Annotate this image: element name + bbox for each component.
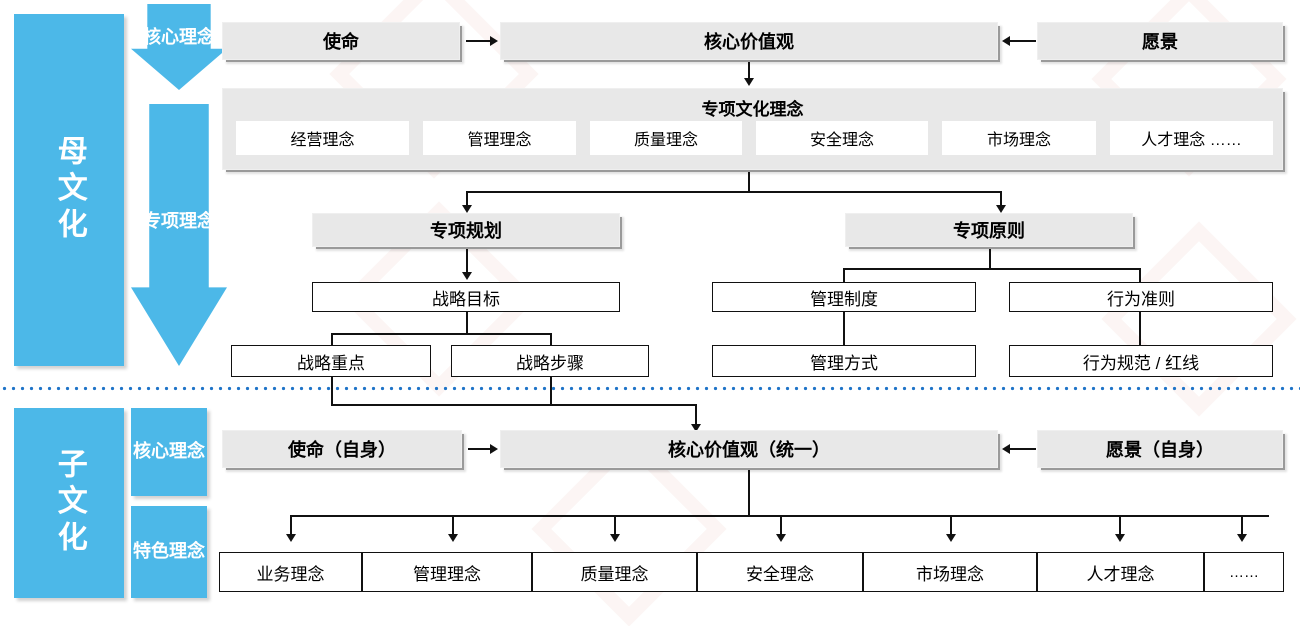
sub-concept-box[interactable]: 市场理念 (863, 552, 1037, 592)
behavior-rules-box[interactable]: 行为准则 (1009, 282, 1273, 312)
parent-special-chip[interactable]: 市场理念 (942, 121, 1096, 155)
parent-special-chip[interactable]: 质量理念 (590, 121, 742, 155)
parent-core-idea-arrow: 核心理念 (131, 4, 227, 90)
connector-to-left-branch (466, 191, 468, 207)
connector-panel-stem (748, 172, 750, 192)
connector-to-right-branch (1000, 191, 1002, 207)
connector-fan-drop (1241, 515, 1243, 536)
connector-core-to-special-panel (748, 62, 750, 80)
sub-concept-box[interactable]: 安全理念 (697, 552, 863, 592)
connector-mission-to-core (466, 40, 492, 42)
arrow-mission-to-core (490, 36, 498, 46)
sub-concept-box[interactable]: 业务理念 (219, 552, 362, 592)
sub-concept-box[interactable]: …… (1204, 552, 1284, 592)
arrow-sub-mission-to-core (490, 444, 498, 454)
connector-fan-drop (780, 515, 782, 536)
connector-mgmt-to-method (843, 312, 845, 346)
strategy-goal-box[interactable]: 战略目标 (312, 282, 620, 312)
arrow-fan-drop (286, 534, 296, 542)
connector-fan-drop (950, 515, 952, 536)
arrow-sub-vision-to-core (1002, 444, 1010, 454)
arrow-fan-drop (1115, 534, 1125, 542)
strategy-focus-box[interactable]: 战略重点 (231, 345, 431, 377)
connector-cross-to-subcore (695, 404, 697, 426)
sub-concept-box[interactable]: 人才理念 (1037, 552, 1204, 592)
connector-fan-drop (290, 515, 292, 536)
connector-principle-stem (989, 249, 991, 269)
behavior-norm-box[interactable]: 行为规范 / 红线 (1009, 345, 1273, 377)
parent-core-values-box[interactable]: 核心价值观 (500, 22, 998, 60)
connector-steps-down (550, 377, 552, 405)
sub-vision-box[interactable]: 愿景（自身） (1037, 430, 1283, 468)
connector-subcore-fan (290, 515, 1269, 517)
connector-goal-stem (466, 312, 468, 334)
connector-sub-mission-to-core (468, 448, 492, 450)
sub-feature-idea-label: 特色理念 (133, 541, 205, 562)
arrow-vision-to-core (1002, 36, 1010, 46)
arrow-fan-drop (1237, 534, 1247, 542)
sub-core-idea-box: 核心理念 (131, 408, 207, 496)
connector-principle-split (843, 268, 1140, 270)
connector-to-mgmt-system (843, 268, 845, 282)
connector-fan-drop (614, 515, 616, 536)
sub-concept-box[interactable]: 质量理念 (532, 552, 697, 592)
sub-concept-box[interactable]: 管理理念 (362, 552, 532, 592)
parent-special-chip[interactable]: 人才理念 …… (1110, 121, 1273, 155)
connector-goal-to-focus (331, 333, 333, 346)
parent-mission-box[interactable]: 使命 (222, 22, 460, 60)
management-system-box[interactable]: 管理制度 (712, 282, 976, 312)
arrow-plan-to-goal (462, 272, 472, 280)
arrow-fan-drop (448, 534, 458, 542)
management-method-box[interactable]: 管理方式 (712, 345, 976, 377)
arrow-to-right-branch (996, 205, 1006, 213)
sub-mission-box[interactable]: 使命（自身） (222, 430, 462, 468)
strategy-steps-box[interactable]: 战略步骤 (451, 345, 649, 377)
arrow-cross-to-subcore (691, 424, 701, 432)
connector-goal-to-steps (550, 333, 552, 346)
connector-fan-drop (452, 515, 454, 536)
arrow-fan-drop (946, 534, 956, 542)
arrow-fan-drop (610, 534, 620, 542)
parent-special-idea-arrow-label: 专项理念 (143, 211, 215, 232)
parent-special-chip[interactable]: 经营理念 (236, 121, 409, 155)
connector-sub-vision-to-core (1008, 448, 1036, 450)
section-divider (0, 386, 1300, 391)
arrow-core-to-special-panel (744, 78, 754, 86)
sub-core-idea-label: 核心理念 (133, 441, 205, 462)
connector-focus-down (331, 377, 333, 405)
parent-special-chip[interactable]: 管理理念 (423, 121, 576, 155)
connector-to-behavior-rules (1139, 268, 1141, 282)
connector-rules-to-norm (1139, 312, 1141, 346)
parent-special-idea-arrow: 专项理念 (131, 104, 227, 366)
connector-cross-section (331, 404, 696, 406)
sub-core-values-box[interactable]: 核心价值观（统一） (500, 430, 998, 468)
sub-culture-label: 子文化 (14, 408, 124, 598)
connector-fan-drop (1119, 515, 1121, 536)
connector-plan-to-goal (466, 249, 468, 274)
parent-special-culture-panel-title: 专项文化理念 (701, 100, 804, 119)
parent-special-chip[interactable]: 安全理念 (756, 121, 928, 155)
arrow-to-left-branch (462, 205, 472, 213)
arrow-fan-drop (776, 534, 786, 542)
connector-goal-split (331, 333, 551, 335)
special-principle-header[interactable]: 专项原则 (845, 213, 1133, 247)
parent-culture-label: 母文化 (14, 14, 124, 366)
special-plan-header[interactable]: 专项规划 (312, 213, 620, 247)
connector-vision-to-core (1008, 40, 1036, 42)
connector-panel-split (466, 191, 1000, 193)
parent-core-idea-arrow-label: 核心理念 (143, 27, 215, 48)
sub-feature-idea-box: 特色理念 (131, 506, 207, 598)
parent-vision-box[interactable]: 愿景 (1037, 22, 1283, 60)
connector-subcore-stem (748, 470, 750, 516)
parent-special-culture-panel: 专项文化理念 经营理念 管理理念 质量理念 安全理念 市场理念 人才理念 …… (222, 88, 1283, 170)
